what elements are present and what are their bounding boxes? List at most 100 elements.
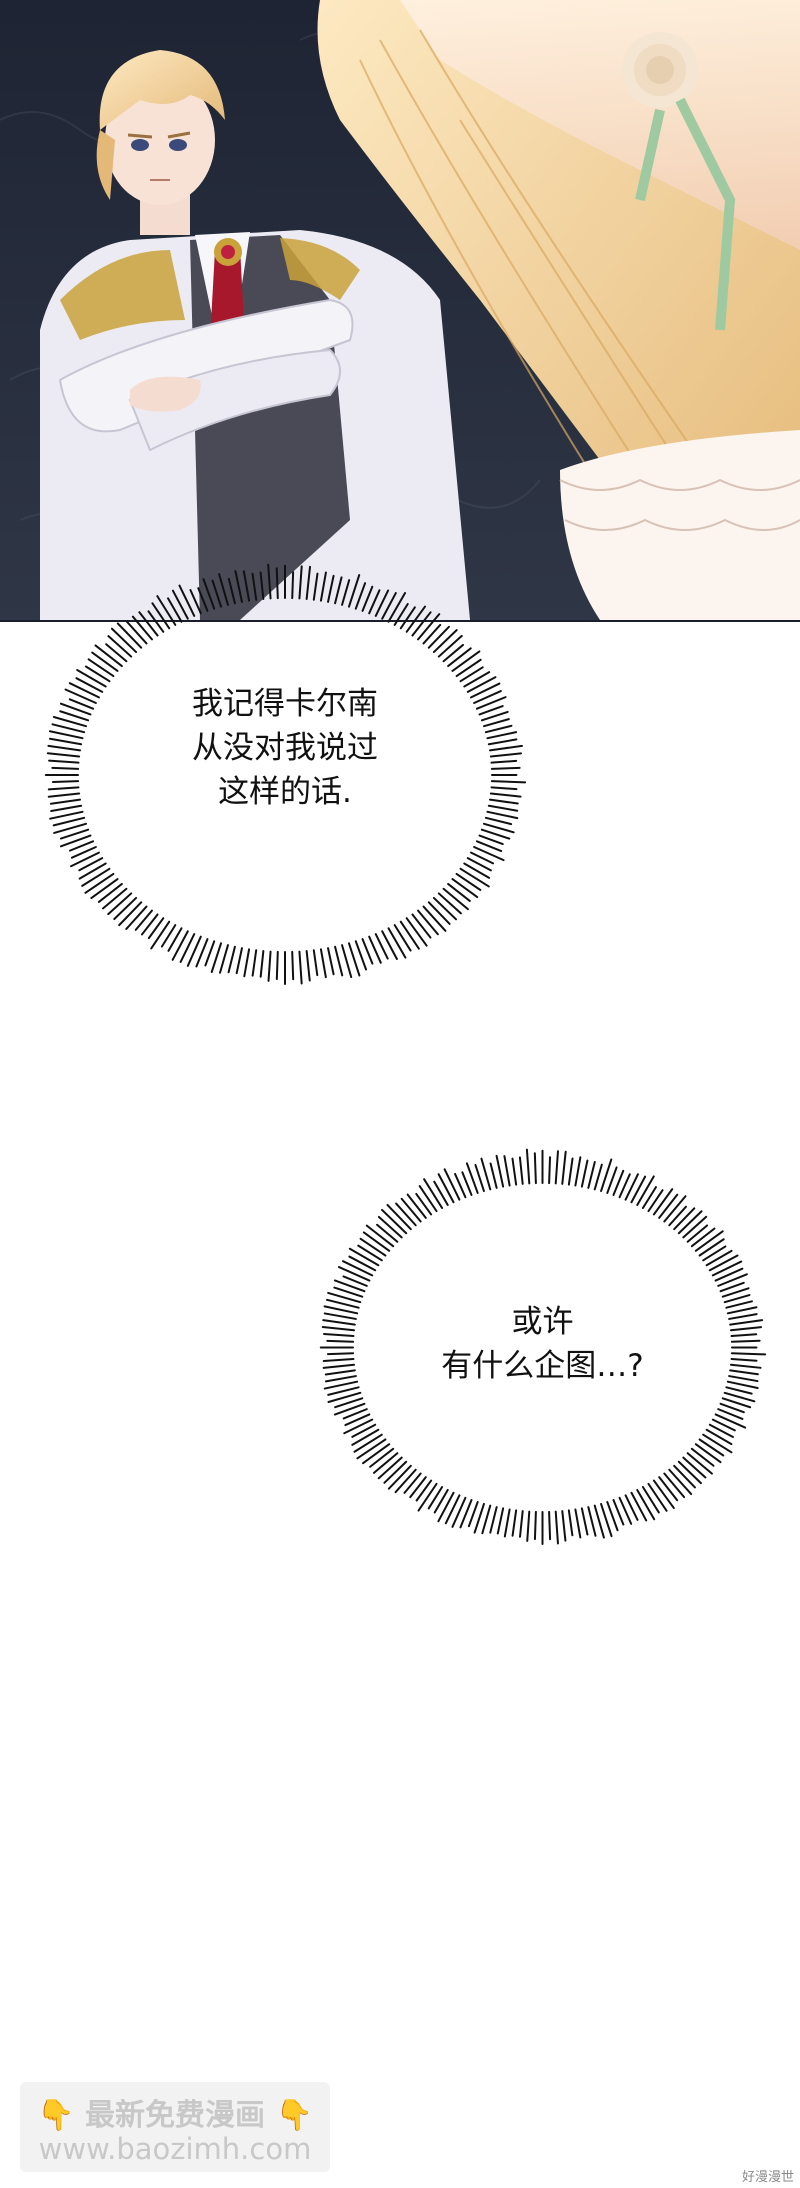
burst-line [427,901,451,925]
burst-line [147,917,165,940]
burst-line [51,723,86,734]
burst-line [725,1386,753,1395]
burst-line [341,579,351,606]
burst-line [259,950,265,978]
burst-line [618,1496,633,1525]
burst-line [150,920,171,950]
burst-line [496,1507,505,1535]
burst-line [455,658,482,678]
burst-line [478,705,504,716]
burst-line [518,1156,524,1185]
burst-line [251,572,258,601]
burst-line [323,1305,359,1315]
burst-line [663,1195,687,1223]
burst-line [167,927,183,952]
burst-line [227,945,236,974]
burst-line [374,933,389,960]
watermark-title: 最新免费漫画 [85,2098,265,2133]
burst-line [480,710,509,722]
burst-line [394,1468,417,1494]
pointing-down-icon: 👇 [37,2098,75,2133]
burst-line [624,1494,639,1521]
burst-line [554,1150,559,1185]
burst-line [361,938,374,965]
burst-line [341,944,353,979]
burst-line [433,1488,449,1514]
burst-line [344,1413,371,1427]
burst-line [490,780,527,784]
burst-line [356,1438,387,1460]
burst-line [334,576,343,605]
burst-outline [319,1148,767,1546]
burst-line [730,1333,758,1338]
burst-line [686,1452,713,1475]
burst-line [723,1294,751,1304]
burst-line [259,571,265,600]
bubble-text-first: 我记得卡尔南 从没对我说过 这样的话. [192,686,378,810]
burst-line [51,766,80,770]
burst-line [334,945,344,977]
burst-line [574,1156,582,1187]
burst-line [411,611,432,637]
burst-line [322,1319,356,1326]
burst-line [459,666,484,683]
burst-line [46,752,81,758]
burst-line [48,737,83,746]
manga-panel [0,0,800,622]
burst-line [548,1156,552,1185]
burst-line [372,1452,399,1474]
burst-line [488,798,519,805]
burst-line [333,1402,366,1416]
burst-line [451,878,479,899]
burst-line [487,738,518,746]
burst-line [488,744,523,752]
burst-line [312,572,319,601]
burst-line [47,744,82,752]
woman-figure [317,0,800,620]
burst-line [451,650,481,672]
burst-line [484,816,513,826]
burst-line [694,1230,724,1252]
burst-line [480,1157,492,1191]
burst-line [612,1169,625,1196]
burst-line [91,651,119,672]
burst-line [482,822,515,834]
burst-line [719,1281,745,1293]
burst-line [714,1267,744,1282]
burst-line [75,677,104,693]
burst-line [470,851,495,865]
burst-line [166,597,183,623]
burst-line [486,731,518,740]
burst-line [533,1152,537,1185]
burst-line [338,1266,371,1282]
burst-line [243,948,251,978]
burst-line [134,909,153,931]
burst-line [728,1375,759,1383]
burst-line [647,1189,664,1213]
burst-line [442,643,464,663]
burst-line [730,1357,758,1362]
burst-line [593,1504,605,1539]
burst-line [480,828,511,840]
burst-line [490,786,518,791]
burst-line [50,804,83,813]
burst-line [377,1215,403,1239]
burst-line [326,1339,355,1343]
burst-line [673,1464,696,1489]
burst-line [728,1313,758,1320]
burst-line [351,1423,377,1438]
burst-line [234,570,243,603]
burst-line [729,1326,763,1332]
burst-line [405,917,428,947]
burst-line [511,1509,518,1537]
burst-line [242,570,251,602]
watermark-url[interactable]: www.baozimh.com [38,2132,312,2166]
burst-line [417,613,441,641]
burst-line [726,1306,758,1315]
burst-line [437,1173,455,1204]
burst-line [489,1506,498,1534]
watermark-banner[interactable]: 👇 最新免费漫画 👇 www.baozimh.com [20,2082,330,2172]
burst-line [387,1464,412,1490]
burst-line [574,1508,582,1539]
burst-line [323,1380,359,1390]
